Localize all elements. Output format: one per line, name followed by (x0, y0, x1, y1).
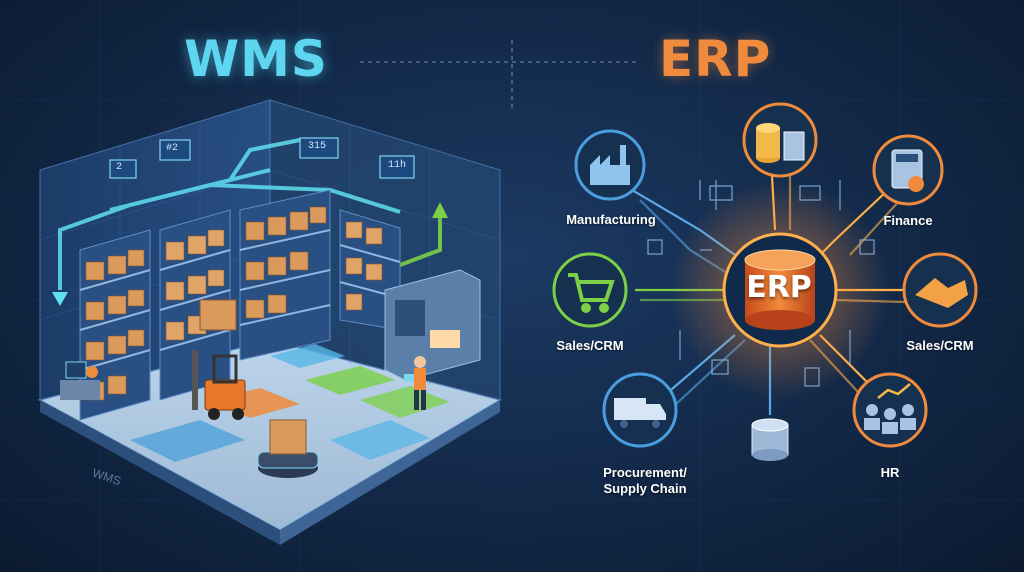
module-label-hr: HR (880, 465, 900, 480)
coins-calculator-icon (756, 123, 805, 163)
shopping-cart-icon (568, 273, 615, 313)
module-label-manufacturing: Manufacturing (566, 212, 656, 227)
module-label-sales-crm-right: Sales/CRM (906, 338, 974, 353)
agv-robot (257, 419, 319, 478)
flow-arrows (58, 138, 401, 290)
packing-station (384, 269, 481, 381)
module-finance-top (742, 102, 818, 178)
wall-screens (109, 137, 415, 179)
module-manufacturing (574, 129, 646, 201)
small-database-icon (751, 418, 789, 461)
divider (360, 40, 640, 110)
screen-label-4: 11h (388, 160, 407, 171)
module-label-finance: Finance (883, 213, 933, 228)
erp-title: ERP (659, 30, 772, 88)
factory-icon (590, 145, 630, 185)
handshake-icon (915, 278, 968, 308)
warehouse (37, 99, 502, 545)
erp-hub-label: ERP (746, 270, 812, 305)
wms-title: WMS (184, 30, 328, 88)
database-icon (744, 249, 816, 330)
team-chart-icon (864, 383, 916, 434)
screen-label-2: #2 (166, 143, 179, 154)
screen-label-1: 2 (116, 162, 123, 173)
module-sales-right (902, 252, 978, 328)
worker (404, 356, 426, 410)
screen-label-3: 315 (308, 141, 327, 152)
module-sales-left (552, 252, 628, 328)
truck-icon (614, 398, 666, 428)
forklift (192, 299, 246, 420)
storage-racks (79, 189, 401, 421)
module-procurement (602, 372, 678, 448)
module-label-procurement: Procurement/ Supply Chain (603, 465, 687, 496)
module-hr (852, 372, 928, 448)
module-finance (872, 134, 944, 206)
computer-desk (60, 361, 100, 400)
module-label-sales-crm-left: Sales/CRM (556, 338, 624, 353)
calculator-icon (891, 149, 924, 192)
